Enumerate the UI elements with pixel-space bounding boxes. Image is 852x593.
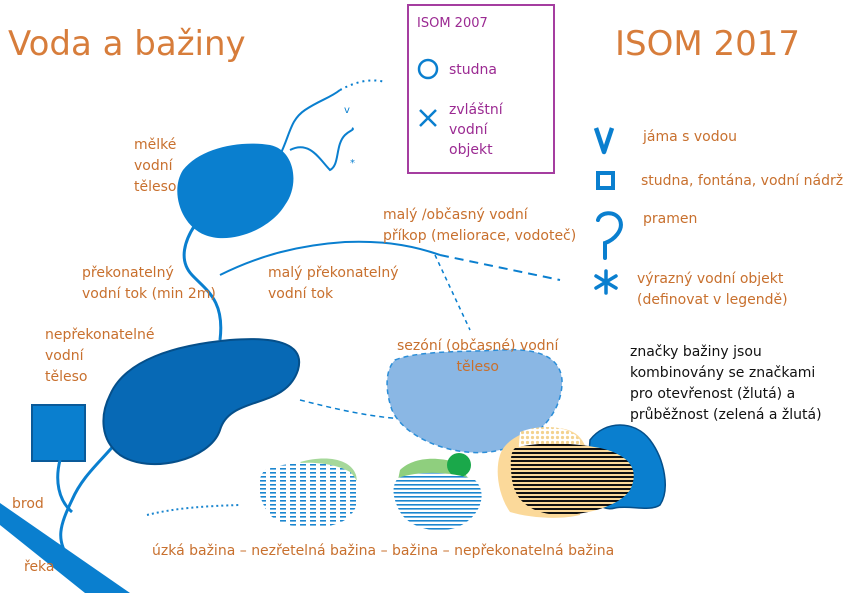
label-small-crossable-watercourse: malý překonatelný vodní tok — [268, 263, 399, 305]
label-line: těleso — [45, 369, 88, 385]
label-crossable-watercourse: překonatelný vodní tok (min 2m) — [82, 263, 216, 305]
legend-item-label: studna — [449, 62, 497, 78]
label-line: vodní — [45, 348, 84, 364]
seasonal-link — [299, 399, 431, 421]
narrow-marsh — [146, 504, 241, 516]
small-crossable-watercourse — [219, 240, 441, 276]
legend-item-well: studna — [449, 60, 497, 80]
watercourse-branch — [56, 459, 74, 514]
label-line: vodní tok — [268, 286, 334, 302]
uncrossable-water-body — [102, 338, 301, 466]
marsh-row-sep: – — [239, 543, 247, 559]
page-title-right: ISOM 2017 — [615, 24, 801, 64]
legend-heading: ISOM 2007 — [417, 16, 488, 31]
label-line: vodní — [134, 158, 173, 174]
indistinct-marsh — [258, 462, 360, 528]
legend-item-special: zvláštní vodní objekt — [449, 100, 503, 160]
label-small-ditch: malý /občasný vodní příkop (meliorace, v… — [383, 205, 576, 247]
label-line: překonatelný — [82, 265, 174, 281]
marsh-row-item: úzká bažina — [152, 543, 236, 559]
page-title-left: Voda a bažiny — [8, 24, 246, 64]
small-ditch-branch — [434, 254, 471, 331]
tiny-asterisk-glyph: * — [350, 158, 355, 169]
legend-item-label: zvláštní — [449, 102, 503, 118]
label-line: mělké — [134, 137, 177, 153]
label-line: příkop (meliorace, vodoteč) — [383, 228, 577, 244]
marsh — [393, 472, 482, 531]
tiny-pit-glyph: v — [344, 105, 350, 116]
label-line: malý /občasný vodní — [383, 207, 528, 223]
symbol-label-spring: pramen — [643, 211, 698, 227]
symbol-label-pit: jáma s vodou — [643, 129, 738, 145]
v-pit-icon — [593, 127, 615, 155]
label-line: (definovat v legendě) — [637, 292, 788, 308]
label-marsh-note: značky bažiny jsou kombinovány se značka… — [630, 342, 822, 426]
marsh-row-item: nezřetelná bažina — [251, 543, 377, 559]
label-line: těleso — [134, 179, 177, 195]
crossable-watercourse — [182, 224, 223, 341]
isom2007-legend: ISOM 2007 studna zvláštní vodní objekt — [407, 4, 555, 174]
river-shape — [0, 503, 130, 593]
symbol-label-well: studna, fontána, vodní nádrž — [641, 173, 844, 189]
small-stream-dotted — [339, 79, 386, 91]
symbol-label-special: výrazný vodní objekt (definovat v legend… — [637, 269, 788, 311]
small-ditch-line — [439, 254, 561, 281]
well-circle-icon — [417, 58, 439, 80]
uncrossable-marsh — [510, 443, 634, 515]
marsh-row-item: nepřekonatelná bažina — [454, 543, 615, 559]
label-river: řeka — [24, 559, 55, 575]
seasonal-water-body — [386, 348, 563, 454]
legend-item-label: objekt — [449, 142, 493, 158]
marsh-green-dot — [447, 453, 471, 477]
asterisk-icon — [594, 269, 618, 295]
legend-item-label: vodní — [449, 122, 488, 138]
label-line: malý překonatelný — [268, 265, 399, 281]
label-line: těleso — [456, 359, 499, 375]
label-line: výrazný vodní objekt — [637, 271, 784, 287]
label-line: průběžnost (zelená a žlutá) — [630, 407, 822, 423]
marsh-row-sep: – — [442, 543, 450, 559]
label-uncrossable-water: nepřekonatelné vodní těleso — [45, 325, 155, 388]
label-shallow-water: mělké vodní těleso — [134, 135, 176, 198]
label-ford: brod — [12, 496, 44, 512]
label-line: kombinovány se značkami — [630, 365, 816, 381]
marsh-row-sep: – — [380, 543, 388, 559]
shallow-water-body — [177, 143, 294, 239]
label-line: sezóní (občasné) vodní — [397, 338, 559, 354]
label-line: pro otevřenost (žlutá) a — [630, 386, 796, 402]
label-line: nepřekonatelné — [45, 327, 155, 343]
label-line: vodní tok (min 2m) — [82, 286, 216, 302]
small-stream-upper — [279, 89, 341, 156]
square-icon — [596, 171, 615, 190]
square-pond — [31, 404, 86, 462]
watercourse-main — [59, 429, 127, 561]
special-water-cross-icon — [419, 109, 437, 127]
small-stream-wiggle — [289, 127, 354, 172]
marsh-row-item: bažina — [392, 543, 439, 559]
spring-icon — [596, 211, 623, 260]
marsh-row: úzká bažina – nezřetelná bažina – bažina… — [152, 541, 614, 562]
label-line: značky bažiny jsou — [630, 344, 762, 360]
label-seasonal-water: sezóní (občasné) vodní těleso — [397, 336, 558, 378]
